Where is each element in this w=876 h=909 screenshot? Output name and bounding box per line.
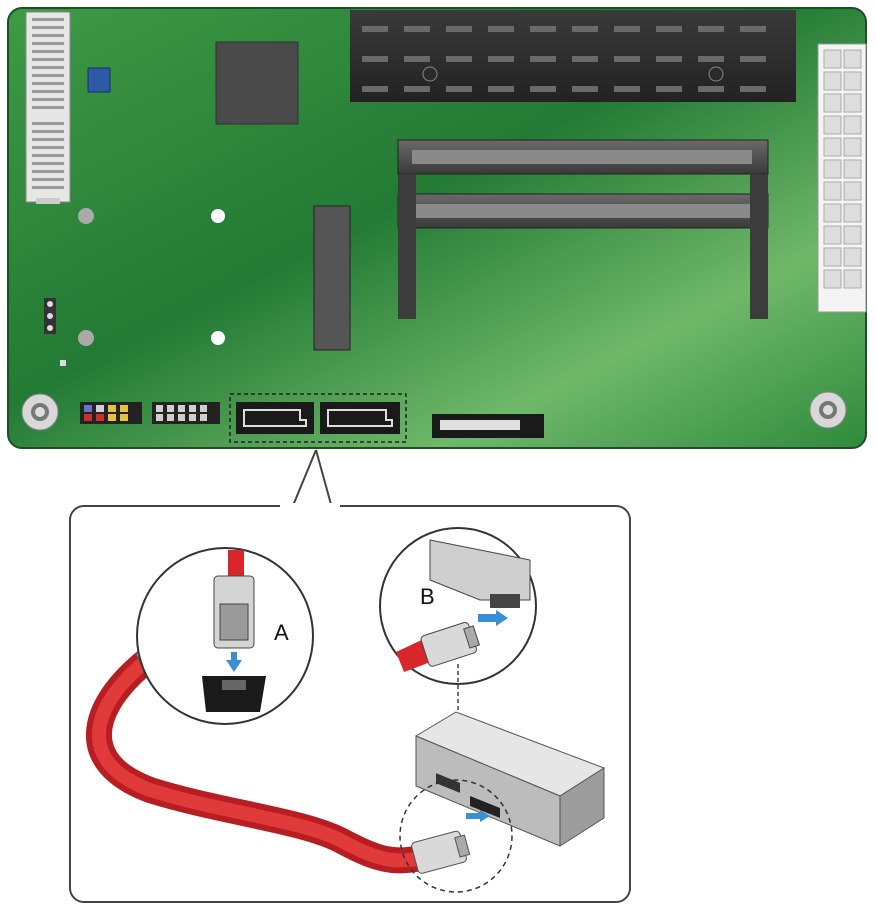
atx-power-connector bbox=[817, 43, 867, 313]
front-panel-header bbox=[80, 402, 142, 424]
blue-jumper bbox=[87, 67, 111, 93]
detail-circle-a: A bbox=[136, 547, 314, 725]
pci-slot bbox=[25, 11, 71, 204]
label-b: B bbox=[420, 584, 435, 609]
arrow-right-icon bbox=[496, 610, 508, 626]
callout-gap bbox=[280, 503, 340, 509]
port-zoom-circle bbox=[399, 779, 513, 893]
arrow-down-icon bbox=[226, 660, 242, 672]
arrow-right-icon bbox=[480, 810, 490, 822]
mount-hole bbox=[211, 209, 225, 223]
sata-ports bbox=[229, 393, 407, 443]
cpu-heatsink bbox=[350, 10, 796, 102]
usb-header bbox=[152, 402, 220, 424]
callout-pointer bbox=[291, 449, 333, 509]
hard-drive-icon bbox=[414, 711, 606, 847]
sata-port-icon bbox=[320, 402, 400, 434]
jumper-pins bbox=[44, 298, 66, 366]
detail-circle-b: B bbox=[379, 527, 537, 685]
sata-highlight-box bbox=[229, 393, 407, 443]
chipset bbox=[215, 41, 299, 125]
mount-hole bbox=[78, 330, 94, 346]
memory-slots bbox=[397, 139, 769, 319]
bottom-connector bbox=[432, 414, 544, 438]
screw-hole-right bbox=[809, 391, 847, 429]
mount-hole bbox=[78, 208, 94, 224]
sata-port-icon bbox=[236, 402, 314, 434]
label-a: A bbox=[274, 620, 289, 645]
motherboard bbox=[7, 7, 867, 449]
mount-hole bbox=[211, 331, 225, 345]
screw-hole-left bbox=[21, 393, 59, 431]
vertical-slot bbox=[313, 205, 351, 351]
